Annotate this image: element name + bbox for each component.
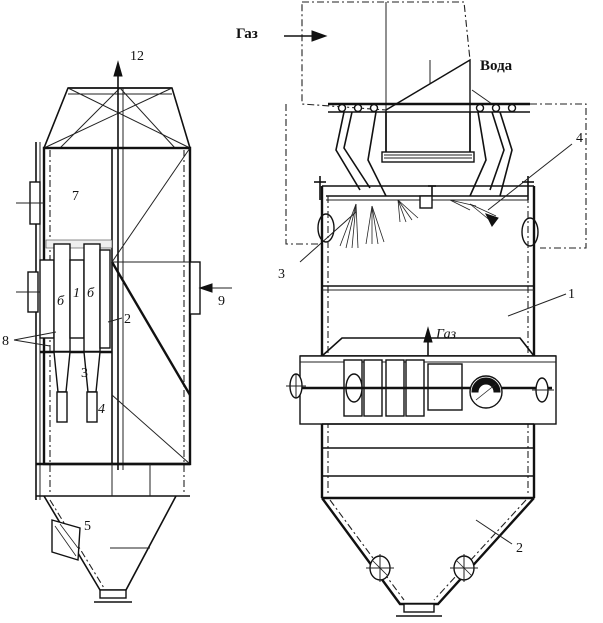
label-2-left: 2: [124, 312, 131, 327]
hopper-hatch: [51, 519, 81, 561]
label-b-left: б: [57, 294, 65, 309]
label-1: 1: [73, 286, 80, 301]
tube-2: [99, 249, 111, 349]
outlet-arrow-icon: [113, 60, 123, 77]
cone-left: [53, 351, 71, 393]
label-gas-up: Газ: [435, 327, 457, 342]
left-top-cap: [42, 87, 192, 149]
label-1-right: 1: [568, 287, 575, 302]
left-apparatus: 12 7 9 б 1 б 2: [2, 49, 232, 603]
center-valve: [419, 195, 433, 209]
label-water: Вода: [480, 58, 513, 74]
label-2-right: 2: [516, 541, 523, 556]
inlet-9-arrow-icon: [198, 283, 213, 293]
right-top-flange: [521, 217, 539, 247]
label-12: 12: [130, 49, 144, 64]
label-gas-in: Газ: [236, 26, 258, 42]
spray-arrow-icon: [485, 213, 499, 227]
label-b-right: б: [87, 286, 95, 301]
spray-fan-left: [339, 199, 419, 249]
label-3-left: 3: [81, 366, 88, 381]
gas-up-arrow-icon: [423, 326, 433, 343]
dust-pipe-left: [56, 391, 68, 423]
left-bottom-outlet: [99, 589, 127, 599]
dust-pipe-right: [86, 391, 98, 423]
tube-outer-left: [39, 259, 55, 339]
label-3-right: 3: [278, 267, 285, 282]
dust-layer: [45, 239, 113, 249]
nozzle-3-flange: [317, 213, 335, 243]
right-hopper-cone: [321, 497, 535, 606]
gas-in-arrow-icon: [311, 30, 328, 42]
duct-side-face: [385, 58, 471, 161]
label-4-right: 4: [576, 131, 583, 146]
right-apparatus: Газ Вода: [236, 1, 587, 617]
rotary-blade-icon: [471, 377, 501, 393]
label-5: 5: [84, 519, 91, 534]
label-8: 8: [2, 334, 9, 349]
label-7: 7: [72, 189, 79, 204]
label-4-left: 4: [98, 402, 105, 417]
right-bottom-outlet: [403, 603, 435, 613]
label-9: 9: [218, 294, 225, 309]
throat-ring: [381, 151, 475, 163]
gas-inlet-duct: [301, 1, 471, 111]
